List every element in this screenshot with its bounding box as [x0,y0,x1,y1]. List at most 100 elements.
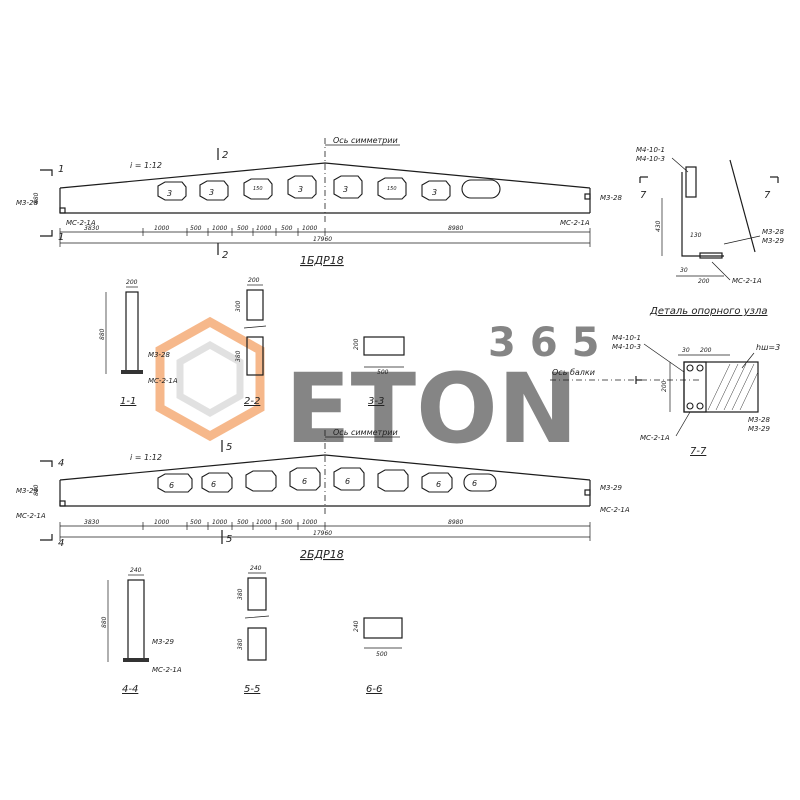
s22-label: 2-2 [244,396,260,407]
s77-dim-a: 30 [682,347,690,354]
section-6-6: 240 500 6-6 [353,617,403,695]
s33-height: 200 [353,338,360,350]
dim-2-c: 500 [190,519,202,526]
beam-2-elevation: Ось симметрии 5 5 4 4 i = 1:12 880 М3-29… [16,428,630,561]
s77-dim-b: 200 [700,347,712,354]
section-mark-4-top: 4 [58,458,64,469]
s44-label: 4-4 [122,684,138,695]
slope-label-2: i = 1:12 [130,453,162,462]
detail-height: 430 [655,220,662,232]
dim-2-b: 1000 [154,519,169,526]
s22-h-bot: 380 [235,350,242,362]
hole-mark-1b: 3 [209,188,214,197]
s77-weld: hш=3 [756,343,780,352]
watermark-brand: ETON [285,353,578,465]
s66-label: 6-6 [366,684,382,695]
dim-1-total: 17960 [313,236,332,243]
dim-2-total: 17960 [313,530,332,537]
section-7-7: М4-10-1 М4-10-3 30 200 hш=3 Ось балки 20… [550,334,780,457]
section-3-3: 200 500 3-3 [353,336,405,407]
section-mark-1-bottom: 1 [58,232,64,243]
watermark-logo-icon [155,316,265,442]
section-mark-5-bottom: 5 [226,534,232,545]
hole-dim-1b: 150 [387,186,397,192]
dim-1-b: 1000 [154,225,169,232]
section-5-5: 240 380 380 5-5 [237,565,270,695]
hole-mark-1c: 3 [298,185,303,194]
right-bar-label-1: МС-2-1А [560,219,590,227]
detail-dim-a: 130 [690,232,702,239]
s66-width: 500 [376,651,388,658]
section-mark-1-top: 1 [58,164,64,175]
s77-plate-d: М3-29 [748,425,770,433]
end-plate-left-2 [59,500,66,507]
end-height-1: 880 [33,192,40,204]
section-mark-4-bottom: 4 [58,538,64,549]
dim-2-e: 500 [237,519,249,526]
s44-width: 240 [130,567,142,574]
slope-label-1: i = 1:12 [130,161,162,170]
axis-label-1: Ось симметрии [333,136,398,145]
s33-width: 500 [377,369,389,376]
section-1-1: 200 880 М3-28 МС-2-1А 1-1 [99,279,178,407]
hole-mark-2d: 6 [345,477,350,486]
watermark-number: 365 [488,320,614,366]
dim-2-h: 1000 [302,519,317,526]
hole-mark-1a: 3 [167,189,172,198]
detail-dim-c: 200 [698,278,710,285]
s11-label: 1-1 [120,396,136,407]
s77-outline [683,361,759,413]
beam-2-dimension-ticks [59,522,591,541]
detail-mark-7-right: 7 [764,190,771,201]
hole-mark-2c: 6 [302,477,307,486]
detail-bar: МС-2-1А [732,277,762,285]
axis-label-2: Ось симметрии [333,428,398,437]
s44-bar: МС-2-1А [152,666,182,674]
s77-plate-a: М4-10-1 [612,334,641,342]
dim-2-right: 8980 [448,519,463,526]
dim-1-a: 3830 [84,225,99,232]
dim-1-right: 8980 [448,225,463,232]
left-plate-label-1: М3-28 [16,199,38,207]
detail-plate-a: М3-28 [762,228,784,236]
s55-width: 240 [250,565,262,572]
hole-mark-1e: 3 [432,188,437,197]
beam-1-elevation: Ось симметрии 2 2 1 1 i = 1:12 880 М3-28… [16,136,622,267]
hole-mark-1d: 3 [343,185,348,194]
watermark: ETON 365 [155,316,614,465]
s55-label: 5-5 [244,684,260,695]
s77-bar: МС-2-1А [640,434,670,442]
left-bar-label-1: МС-2-1А [66,219,96,227]
s44-plate: М3-29 [152,638,174,646]
right-bar-label-2: МС-2-1А [600,506,630,514]
s11-plate: М3-28 [148,351,170,359]
hole-dim-1a: 150 [253,186,263,192]
section-mark-2-top: 2 [222,150,228,161]
detail-top-plate-a: М4-10-1 [636,146,665,154]
right-plate-label-2: М3-29 [600,484,622,492]
s11-bar: МС-2-1А [148,377,178,385]
beam-1-openings [157,175,501,201]
hole-mark-2a: 6 [169,481,174,490]
dim-2-a: 3830 [84,519,99,526]
s77-plate-c: М3-28 [748,416,770,424]
hole-mark-2f: 6 [472,479,477,488]
s22-h-top: 300 [235,300,242,312]
beam-1-dimension-ticks [59,228,591,247]
detail-top-plate-b: М4-10-3 [636,155,665,163]
left-bar-label-2: МС-2-1А [16,512,46,520]
s55-h-bot: 380 [237,638,244,650]
beam-2-title: 2БДР18 [300,548,344,561]
s33-label: 3-3 [368,396,384,407]
dim-2-g: 500 [281,519,293,526]
detail-dim-b: 30 [680,267,688,274]
dim-2-d: 1000 [212,519,227,526]
beam-1-title: 1БДР18 [300,254,344,267]
detail-title: Деталь опорного узла [649,306,767,317]
section-4-4: 240 880 М3-29 МС-2-1А 4-4 [101,567,182,695]
dim-1-g: 500 [281,225,293,232]
left-plate-label-2: М3-29 [16,487,38,495]
section-mark-5-top: 5 [226,442,232,453]
support-detail: 7 7 М4-10-1 М4-10-3 430 130 30 200 М3-28… [636,146,784,317]
dim-2-f: 1000 [256,519,271,526]
